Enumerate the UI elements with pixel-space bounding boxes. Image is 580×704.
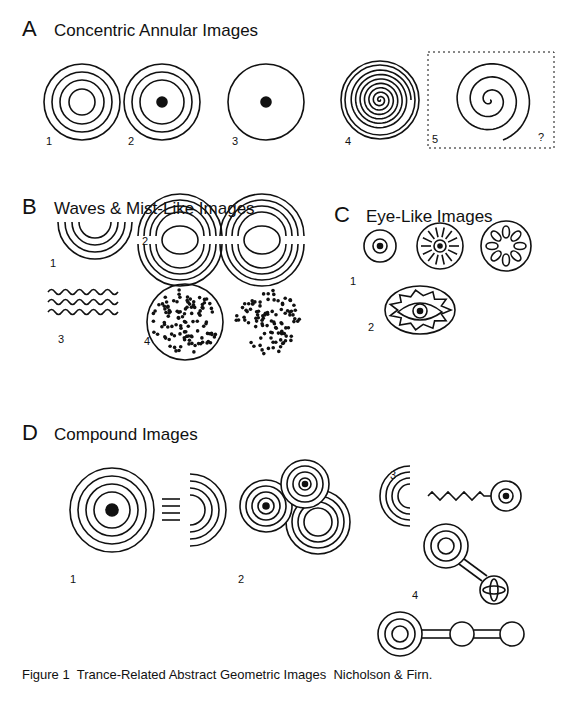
- dot-cloud: [152, 288, 302, 355]
- section-letter: D: [22, 422, 38, 444]
- concentric-rings: [44, 64, 120, 140]
- callout-number: 2: [238, 574, 244, 585]
- section-heading: Waves & Mist-Like Images: [54, 200, 255, 217]
- callout-number: ?: [538, 132, 544, 143]
- arcs-wave-eye: [380, 466, 521, 526]
- callout-number: 1: [50, 258, 56, 269]
- callout-number: 3: [58, 334, 64, 345]
- wavy-lines: [48, 290, 118, 315]
- nested-arcs: [58, 222, 132, 259]
- dotted-circle: [147, 284, 223, 360]
- section-letter: B: [22, 196, 37, 218]
- section-letter: A: [22, 18, 37, 40]
- section-letter: C: [334, 204, 350, 226]
- petal-circle: [481, 221, 531, 271]
- eye-ring: [364, 230, 396, 262]
- callout-number: 1: [46, 136, 52, 147]
- circle-with-dot: [228, 64, 304, 140]
- callout-number: 4: [144, 336, 150, 347]
- section-heading: Eye-Like Images: [366, 208, 493, 225]
- callout-number: 3: [232, 136, 238, 147]
- figure-caption: Figure 1 Trance-Related Abstract Geometr…: [22, 668, 432, 681]
- overlapping-ring-cluster: [240, 460, 350, 554]
- callout-number: 4: [345, 136, 351, 147]
- callout-number: 2: [368, 322, 374, 333]
- callout-number: 2: [128, 136, 134, 147]
- dotted-frame: [428, 52, 554, 148]
- callout-number: 3: [390, 470, 396, 481]
- rings-with-dot: [124, 64, 200, 140]
- rayed-circle: [417, 223, 463, 269]
- linked-ring-chain: [378, 524, 524, 656]
- callout-number: 2: [142, 236, 148, 247]
- eye-emblem: [385, 286, 455, 334]
- compound-rings-lines-arcs: [70, 468, 226, 552]
- callout-number: 5: [432, 134, 438, 145]
- open-spiral: [457, 64, 529, 140]
- callout-number: 1: [350, 276, 356, 287]
- section-heading: Concentric Annular Images: [54, 22, 258, 39]
- callout-number: 1: [70, 574, 76, 585]
- section-heading: Compound Images: [54, 426, 198, 443]
- callout-number: 4: [412, 590, 418, 601]
- dense-spiral: [341, 61, 419, 139]
